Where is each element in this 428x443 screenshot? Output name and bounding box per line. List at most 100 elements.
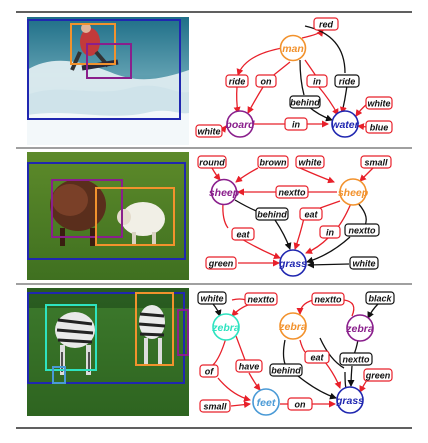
bbox-zebra-middle: [135, 292, 174, 366]
edge-label-text: eat: [310, 353, 324, 363]
edge-label-text: on: [295, 400, 306, 410]
node-label: board: [225, 119, 255, 131]
bbox-sheep-brown: [51, 179, 123, 238]
edge-label-blue: blue: [365, 120, 393, 134]
node-zebra: zebra: [278, 312, 307, 340]
edge-label-text: black: [368, 294, 392, 304]
edge-label-in: in: [284, 117, 308, 131]
edge-label-text: round: [199, 158, 225, 168]
edge-label-brown: brown: [257, 155, 289, 169]
node-label: zebra: [211, 322, 240, 334]
edge-label-text: nextto: [248, 295, 276, 305]
bbox-water: [27, 19, 181, 120]
edge-label-behind: behind: [269, 363, 303, 377]
bbox-zebra-left: [45, 304, 97, 371]
edge-label-small: small: [199, 399, 231, 413]
edge-label-small: small: [360, 155, 392, 169]
node-label: zebra: [345, 323, 374, 335]
node-label: grass: [278, 258, 307, 270]
edge-label-text: in: [313, 77, 322, 87]
edge-label-nextto: nextto: [344, 223, 380, 237]
edge-label-text: small: [203, 402, 227, 412]
edge-label-on: on: [287, 397, 313, 411]
edge-label-white: white: [295, 155, 325, 169]
edge-label-text: white: [197, 127, 220, 137]
node-label: water: [331, 119, 359, 131]
edge-label-text: white: [298, 158, 321, 168]
edge-label-text: nextto: [315, 295, 343, 305]
node-label: sheep: [338, 187, 369, 199]
bbox-zebra-right: [177, 309, 189, 356]
edge-label-eat: eat: [304, 350, 330, 364]
surfer-photo: [27, 17, 189, 145]
bbox-grass: [27, 292, 185, 384]
bbox-feet: [52, 366, 66, 384]
edge-label-ride: ride: [225, 74, 249, 88]
edge-label-text: white: [352, 259, 375, 269]
node-grass: grass: [278, 249, 307, 277]
edge-label-green: green: [363, 368, 393, 382]
edge-label-of: of: [199, 364, 219, 378]
edge-label-in: in: [306, 74, 328, 88]
edge-label-text: small: [364, 158, 388, 168]
edge-label-text: ride: [339, 77, 356, 87]
edge-label-black: black: [365, 291, 395, 305]
edge-label-text: eat: [236, 230, 250, 240]
edge-label-text: red: [319, 20, 334, 30]
edge-label-text: have: [239, 362, 260, 372]
edge-label-text: in: [292, 120, 301, 130]
bbox-grass: [27, 162, 186, 260]
edge-label-in: in: [319, 225, 341, 239]
node-label: grass: [335, 395, 364, 407]
edge-label-text: white: [367, 99, 390, 109]
edge-label-text: of: [205, 367, 214, 377]
node-zebra: zebra: [211, 313, 240, 341]
edge-label-have: have: [235, 359, 263, 373]
edge-label-text: green: [208, 259, 234, 269]
edge-label-white: white: [197, 291, 227, 305]
bbox-board: [86, 43, 132, 79]
edge-label-text: ride: [229, 77, 246, 87]
edge-label-nextto: nextto: [244, 292, 278, 306]
edge-label-text: white: [200, 294, 223, 304]
edge-label-text: behind: [290, 98, 320, 108]
node-board: board: [225, 110, 255, 138]
node-label: feet: [257, 397, 276, 409]
edge-label-text: behind: [257, 210, 287, 220]
edge-label-eat: eat: [299, 207, 323, 221]
edge-label-ride: ride: [334, 74, 360, 88]
edge-label-text: on: [261, 77, 272, 87]
edge-label-text: brown: [260, 158, 287, 168]
node-zebra: zebra: [345, 314, 374, 342]
edge-label-text: blue: [370, 123, 389, 133]
edge-label-text: behind: [271, 366, 301, 376]
edge-label-eat: eat: [231, 227, 255, 241]
edge-label-white: white: [349, 256, 379, 270]
edge-label-text: green: [365, 371, 391, 381]
node-label: man: [282, 43, 304, 55]
edge-label-round: round: [197, 155, 227, 169]
node-feet: feet: [252, 388, 280, 416]
edge-label-nextto: nextto: [275, 185, 309, 199]
edge-label-text: nextto: [279, 188, 307, 198]
node-water: water: [331, 110, 360, 138]
node-label: sheep: [209, 187, 240, 199]
node-label: zebra: [278, 321, 307, 333]
edge-label-nextto: nextto: [339, 352, 373, 366]
edge-label-nextto: nextto: [311, 292, 345, 306]
edge-label-text: eat: [304, 210, 318, 220]
edge-label-green: green: [205, 256, 237, 270]
edge-label-behind: behind: [255, 207, 289, 221]
node-sheep: sheep: [209, 178, 240, 206]
edge-label-text: nextto: [343, 355, 371, 365]
edge-label-white: white: [365, 96, 393, 110]
node-man: man: [279, 34, 307, 62]
edge-label-on: on: [255, 74, 277, 88]
edge-label-text: nextto: [349, 226, 377, 236]
zebras-photo: [27, 288, 189, 416]
bbox-sheep-white: [95, 187, 175, 246]
edge-label-text: in: [326, 228, 335, 238]
node-grass: grass: [335, 386, 364, 414]
edge-label-white: white: [195, 124, 223, 138]
